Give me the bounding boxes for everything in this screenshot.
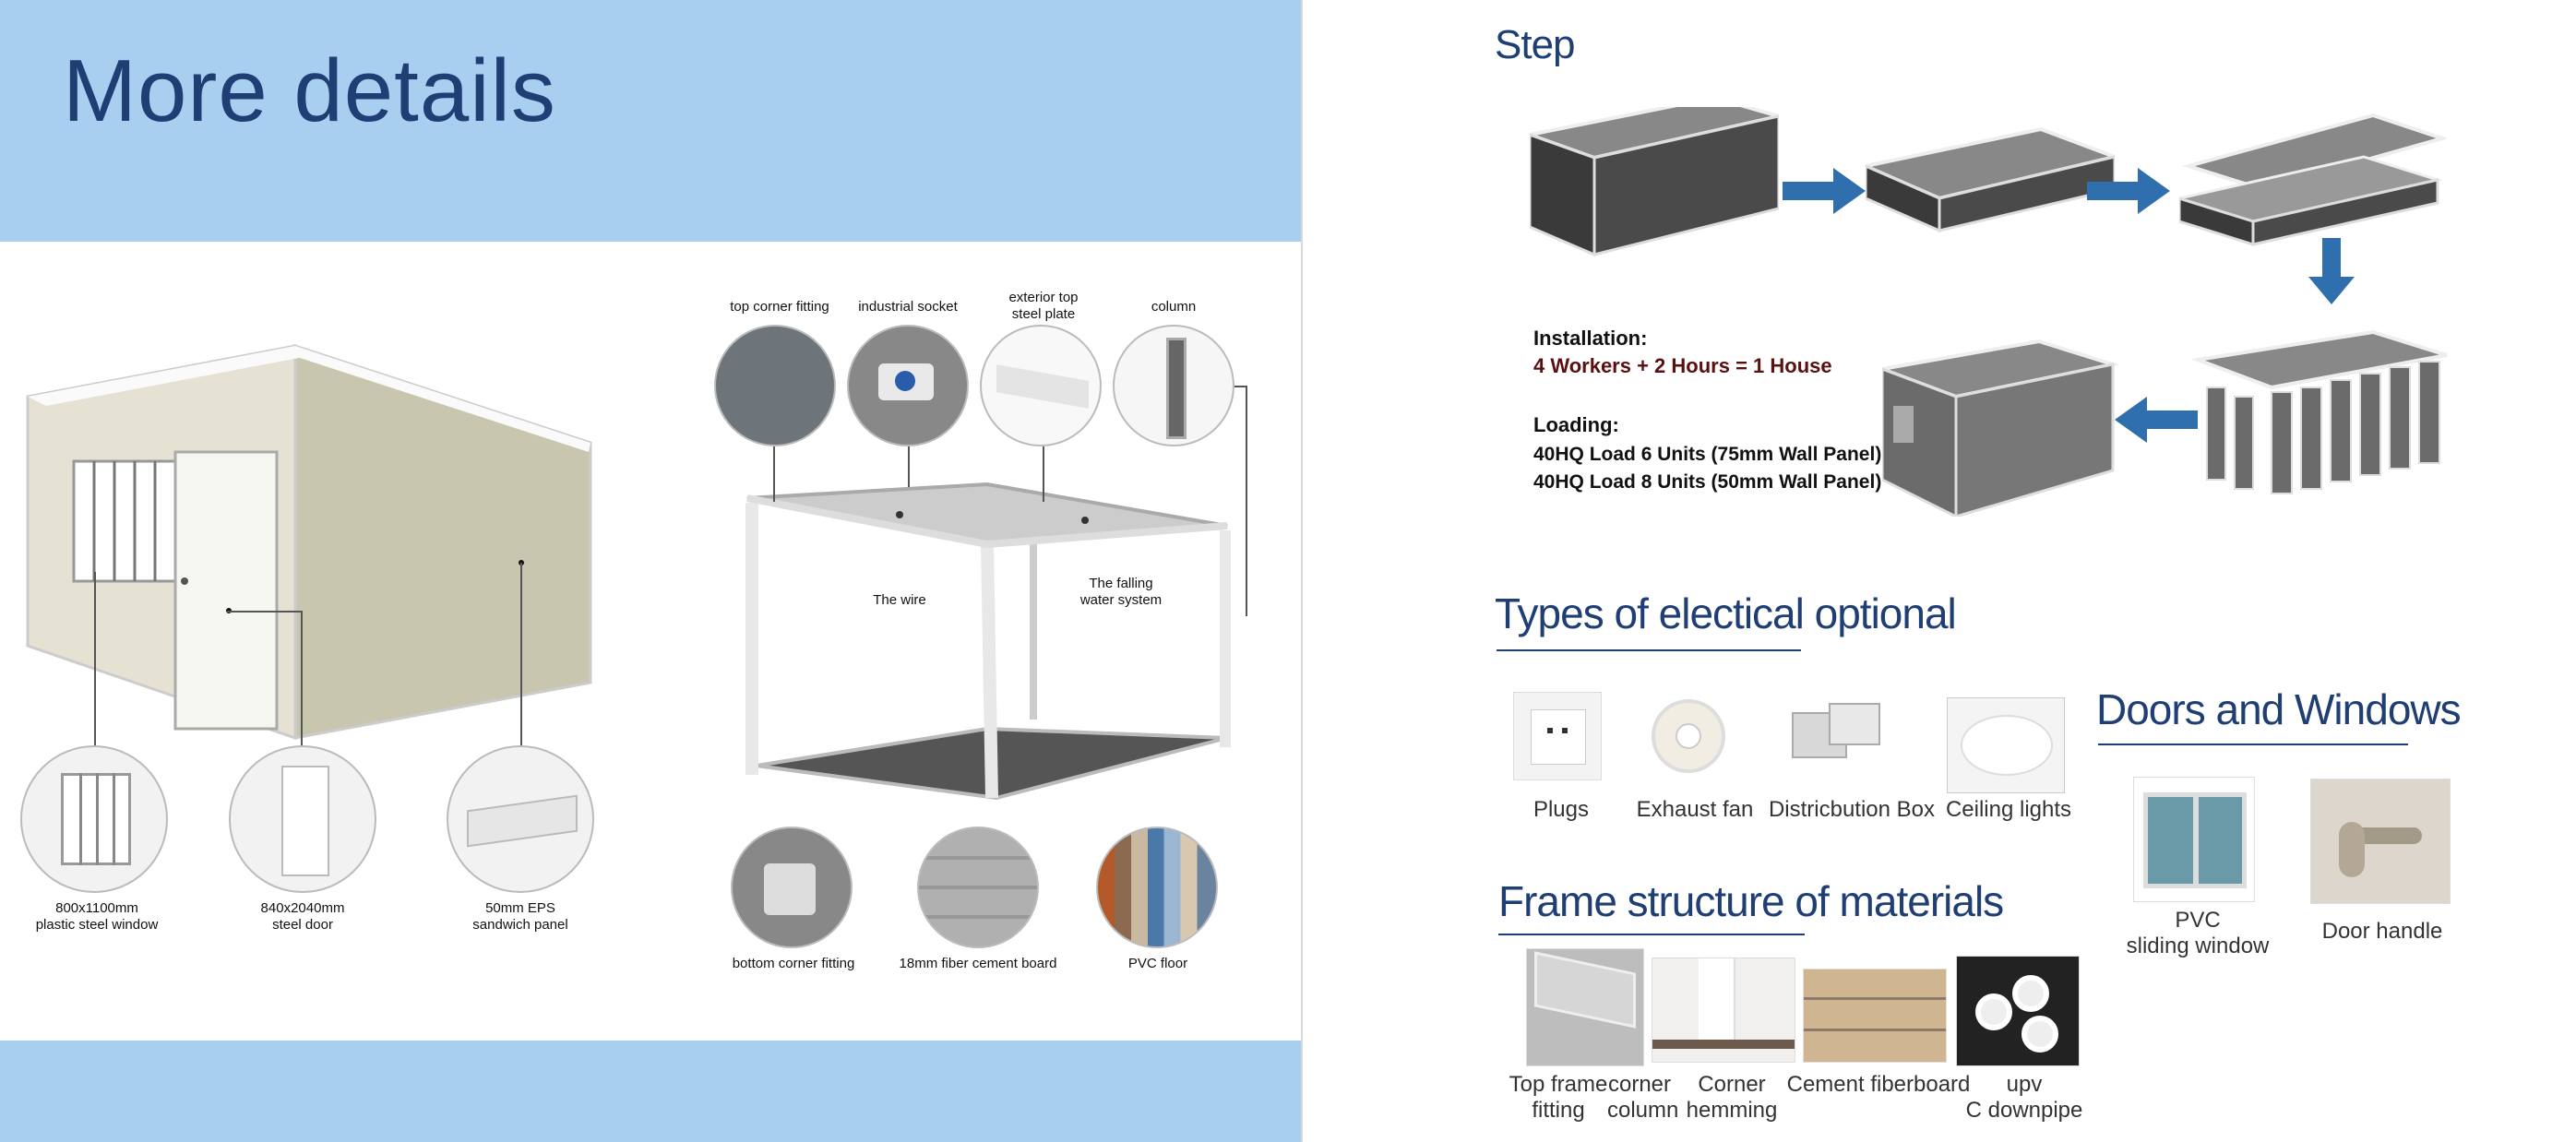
socket-label: industrial socket <box>858 299 958 315</box>
callout-line <box>94 572 96 747</box>
floor-label: PVC floor <box>1127 956 1188 971</box>
cement-fiberboard-image <box>1803 969 1947 1063</box>
installation-heading: Installation: <box>1533 327 1648 350</box>
arrow-down-icon <box>2308 238 2355 304</box>
top-corner-image <box>714 325 836 446</box>
electrical-caption: Districbution Box <box>1768 797 1936 822</box>
title-underline <box>1497 649 1801 651</box>
exhaust-fan-image <box>1644 692 1733 780</box>
door-handle-image <box>2310 779 2451 904</box>
electrical-caption: Ceiling lights <box>1945 797 2072 822</box>
window-detail-image <box>20 745 168 893</box>
callout-line <box>301 611 303 747</box>
distribution-box-image <box>1783 694 1890 779</box>
bottom-corner-image <box>731 827 853 948</box>
footer-band <box>0 1041 1301 1142</box>
sliding-window-image <box>2133 777 2255 902</box>
callout-line <box>520 563 522 747</box>
loading-line: 40HQ Load 8 Units (50mm Wall Panel) <box>1533 471 1882 493</box>
electrical-caption: Exhaust fan <box>1636 797 1754 822</box>
board-image <box>917 827 1039 948</box>
title-underline <box>1498 934 1805 935</box>
electrical-caption: Plugs <box>1532 797 1590 822</box>
callout-line <box>908 446 910 487</box>
board-label: 18mm fiber cement board <box>899 956 1057 971</box>
doors-caption: Door handle <box>2321 919 2443 944</box>
callout-line <box>1234 386 1247 387</box>
top-frame-image <box>1526 948 1644 1066</box>
frame-caption: Cement fiberboard <box>1786 1072 1971 1097</box>
page-title: More details <box>63 42 556 140</box>
loading-heading: Loading: <box>1533 413 1619 436</box>
stacked-panels-image <box>1530 107 1779 257</box>
door-detail-image <box>229 745 376 893</box>
top-corner-label: top corner fitting <box>730 299 829 315</box>
frame-title: Frame structure of materials <box>1498 877 2004 925</box>
header-band <box>0 0 1301 242</box>
arrow-right-icon <box>2087 168 2170 214</box>
frame-illustration <box>745 482 1231 801</box>
ceiling-light-image <box>1947 697 2065 793</box>
bottom-corner-label: bottom corner fitting <box>732 956 855 971</box>
wall-assembly-image <box>2190 329 2448 494</box>
options-panel: Step Installation: <box>1303 0 2576 1142</box>
callout-line <box>1043 446 1044 502</box>
column-image <box>1113 325 1234 446</box>
upvc-downpipe-image <box>1956 956 2080 1066</box>
floor-image <box>1096 827 1218 948</box>
doors-title: Doors and Windows <box>2096 685 2462 733</box>
callout-line <box>773 446 775 502</box>
panel-divider <box>1301 0 1303 1142</box>
loading-line: 40HQ Load 6 Units (75mm Wall Panel) <box>1533 444 1882 465</box>
title-underline <box>2098 743 2408 745</box>
socket-image <box>847 325 969 446</box>
step-title: Step <box>1495 22 1576 67</box>
plug-image <box>1513 692 1602 780</box>
corner-hemming-image <box>1652 958 1795 1063</box>
electrical-title: Types of electical optional <box>1495 589 1957 637</box>
arrow-left-icon <box>2115 397 2198 443</box>
callout-line <box>1246 386 1247 616</box>
wire-label: The wire <box>873 592 926 608</box>
plate-image <box>980 325 1102 446</box>
finished-house-image <box>1882 339 2120 517</box>
details-panel: More details <box>0 0 1301 1142</box>
panel-detail-image <box>447 745 594 893</box>
roof-lift-image <box>2179 113 2447 247</box>
installation-text: 4 Workers + 2 Hours = 1 House <box>1533 354 1832 377</box>
column-label: column <box>1151 299 1197 315</box>
callout-line <box>227 611 301 613</box>
arrow-right-icon <box>1783 168 1866 214</box>
single-panel-image <box>1866 126 2115 233</box>
